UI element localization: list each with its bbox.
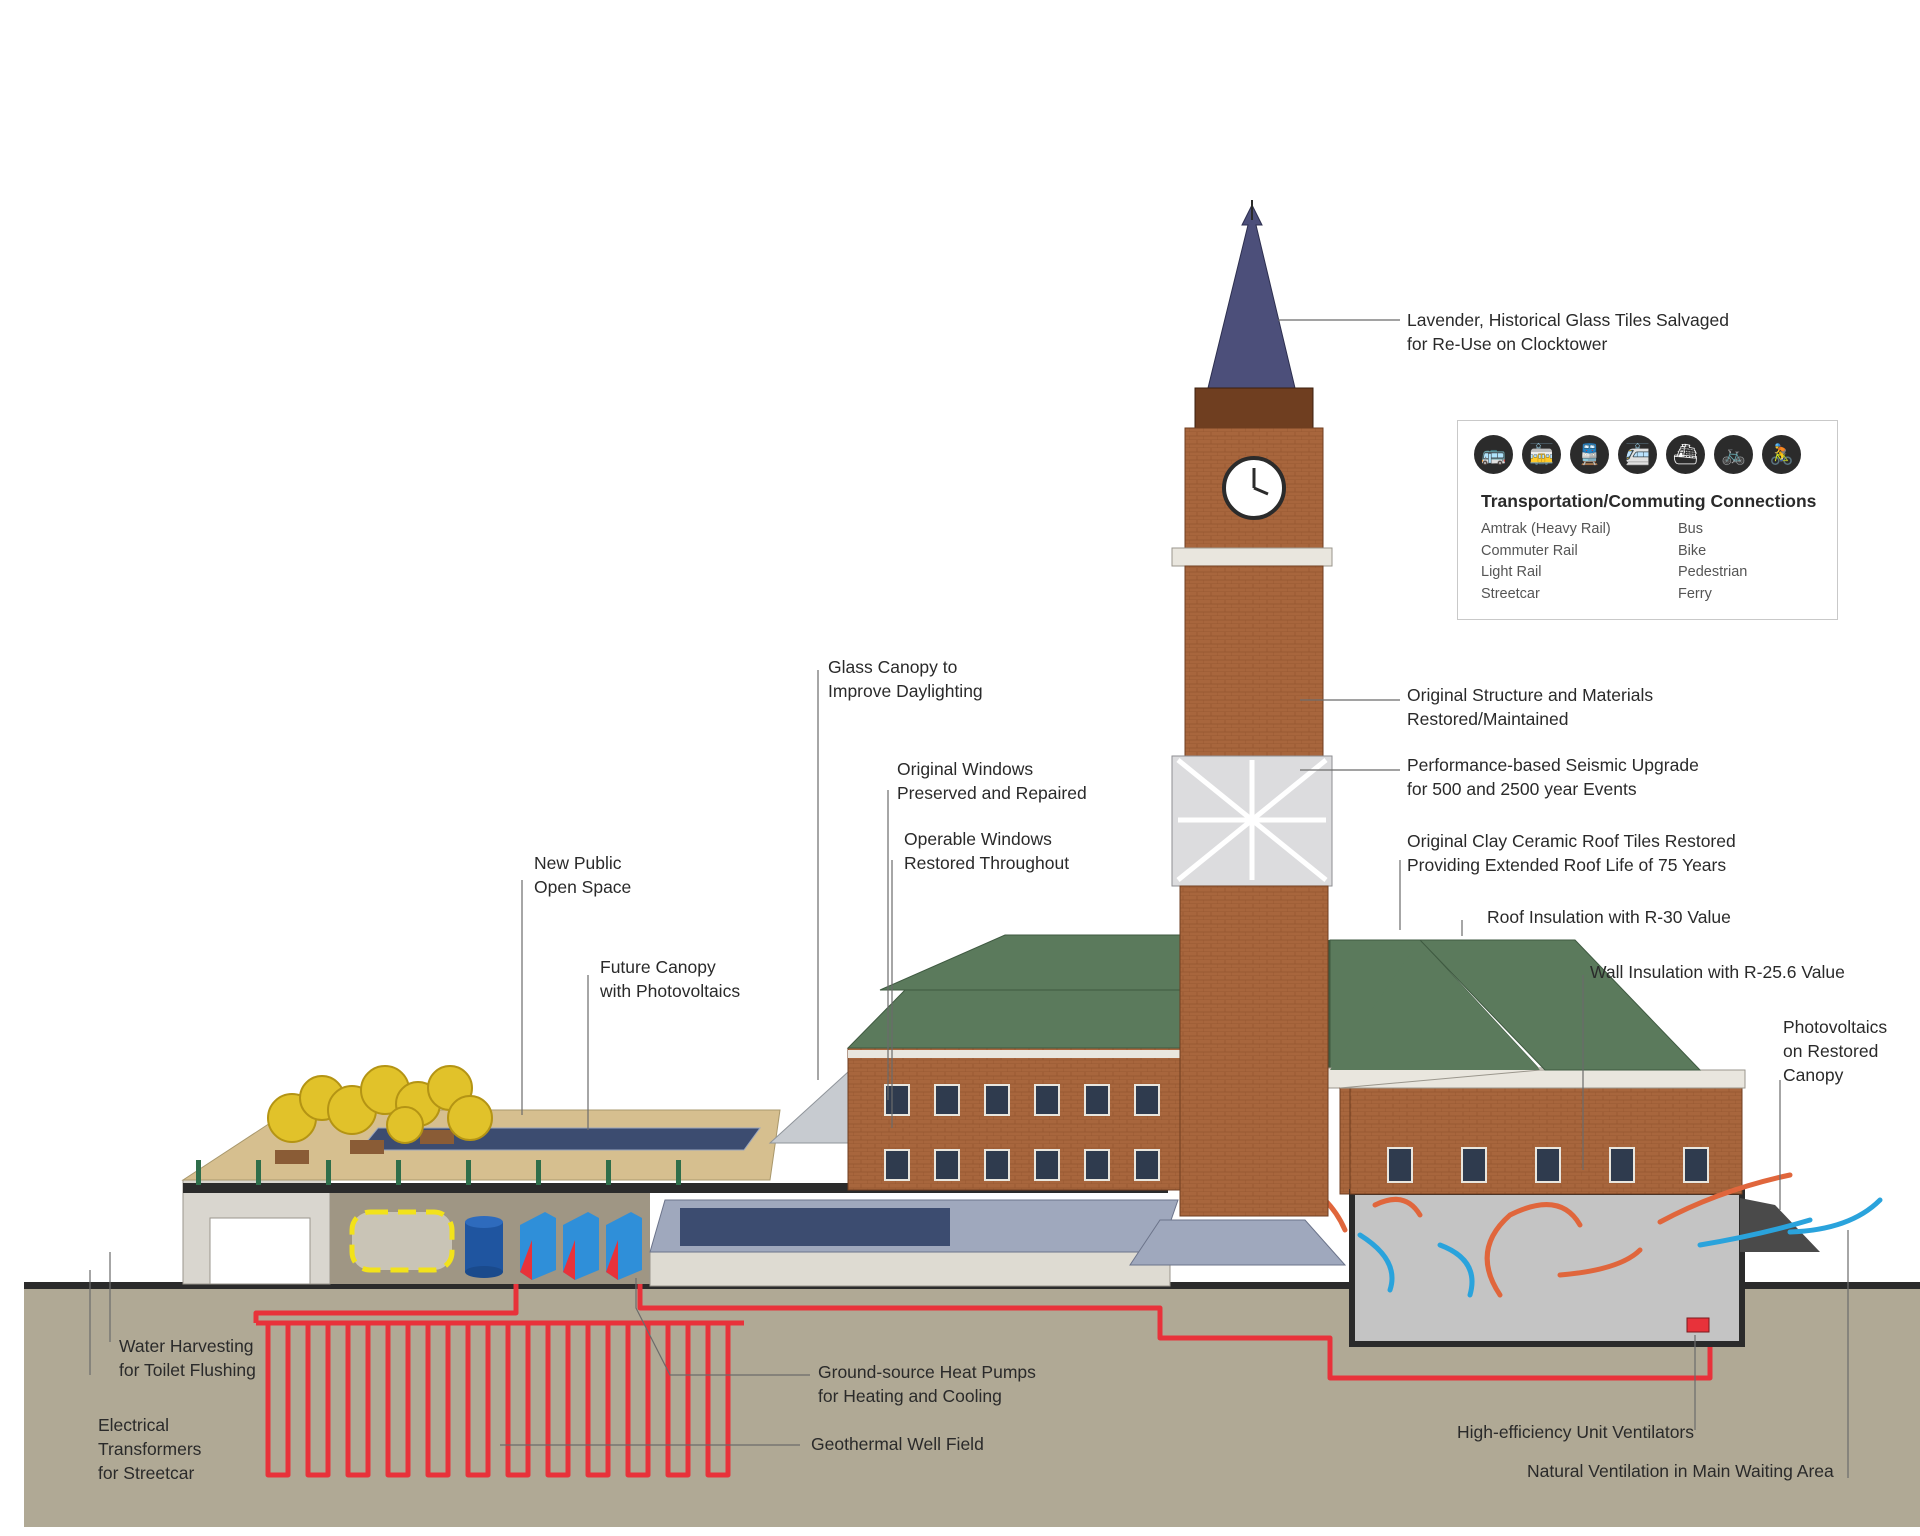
- label-seismic-upgrade: Performance-based Seismic Upgrade for 50…: [1407, 755, 1699, 799]
- water-harvesting-outline: [349, 1209, 455, 1273]
- label-operable-windows: Operable Windows Restored Throughout: [904, 829, 1070, 873]
- plaza-lamps: [196, 1160, 681, 1185]
- label-glass-canopy: Glass Canopy to Improve Daylighting: [828, 657, 983, 701]
- label-water-harvesting: Water Harvesting for Toilet Flushing: [119, 1336, 256, 1380]
- legend-icons: 🚌 🚋 🚆 🚈 ⛴ 🚲 🚴: [1474, 435, 1801, 474]
- label-wall-insulation: Wall Insulation with R-25.6 Value: [1590, 962, 1845, 982]
- waiting-area-section: [1349, 1189, 1745, 1347]
- water-tank: [465, 1216, 503, 1278]
- label-transformers: Electrical Transformers for Streetcar: [98, 1415, 202, 1483]
- main-building-left: [846, 934, 1181, 1191]
- label-roof-tiles: Original Clay Ceramic Roof Tiles Restore…: [1407, 831, 1736, 875]
- entry-building: [649, 1199, 1179, 1287]
- light-rail-icon: 🚈: [1618, 435, 1657, 474]
- main-building-right: [1230, 939, 1820, 1347]
- unit-ventilator: [1686, 1317, 1710, 1333]
- legend-column-right: Bus Bike Pedestrian Ferry: [1678, 521, 1748, 602]
- label-heat-pumps: Ground-source Heat Pumps for Heating and…: [818, 1362, 1036, 1406]
- heat-pump-units: [520, 1212, 642, 1280]
- label-original-structure: Original Structure and Materials Restore…: [1407, 685, 1654, 729]
- label-well-field: Geothermal Well Field: [811, 1434, 984, 1454]
- tram-icon: 🚋: [1522, 435, 1561, 474]
- train-icon: 🚆: [1570, 435, 1609, 474]
- bus-icon: 🚌: [1474, 435, 1513, 474]
- legend-column-left: Amtrak (Heavy Rail) Commuter Rail Light …: [1481, 521, 1611, 602]
- label-original-windows: Original Windows Preserved and Repaired: [897, 759, 1087, 803]
- clock-tower: [1171, 200, 1333, 1217]
- label-unit-ventilators: High-efficiency Unit Ventilators: [1457, 1422, 1695, 1442]
- entrance-canopy: [1129, 1219, 1347, 1266]
- label-pv-restored-canopy: Photovoltaics on Restored Canopy: [1783, 1017, 1888, 1085]
- trees: [267, 1065, 493, 1144]
- bike-icon: 🚲: [1714, 435, 1753, 474]
- ventilation-arrows: [1287, 1172, 1883, 1298]
- label-glass-tiles: Lavender, Historical Glass Tiles Salvage…: [1407, 310, 1729, 354]
- plaza-structure: [181, 1065, 1168, 1285]
- label-natural-ventilation: Natural Ventilation in Main Waiting Area: [1527, 1461, 1834, 1481]
- legend-title: Transportation/Commuting Connections: [1481, 491, 1817, 511]
- label-future-canopy: Future Canopy with Photovoltaics: [600, 957, 741, 1001]
- transportation-legend: 🚌 🚋 🚆 🚈 ⛴ 🚲 🚴 Transportation/Commuting C…: [1457, 420, 1838, 620]
- label-public-open-space: New Public Open Space: [534, 853, 632, 897]
- leader-lines: [89, 319, 1849, 1478]
- geothermal-well-field: [253, 1240, 1713, 1478]
- ferry-icon: ⛴: [1666, 435, 1705, 474]
- label-roof-insulation: Roof Insulation with R-30 Value: [1487, 907, 1731, 927]
- cyclist-icon: 🚴: [1762, 435, 1801, 474]
- planters: [275, 1130, 454, 1164]
